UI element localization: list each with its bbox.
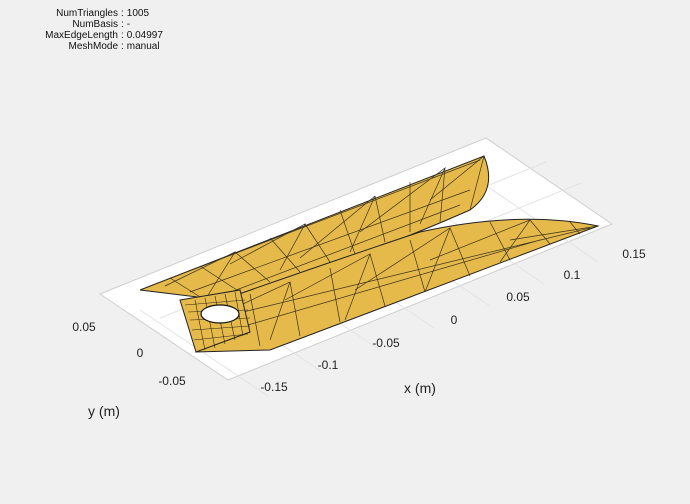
info-row-num-basis: NumBasis:- bbox=[8, 19, 163, 30]
x-axis-label: x (m) bbox=[404, 380, 436, 396]
info-value: manual bbox=[126, 41, 160, 52]
x-tick-label: 0.1 bbox=[564, 268, 581, 282]
y-axis-label: y (m) bbox=[88, 403, 120, 419]
x-tick-label: 0.05 bbox=[506, 290, 530, 304]
info-separator: : bbox=[121, 19, 124, 30]
info-key: MaxEdgeLength bbox=[45, 30, 118, 41]
mesh-feed-region bbox=[179, 289, 251, 353]
info-key: NumTriangles bbox=[56, 8, 118, 19]
info-separator: : bbox=[121, 41, 124, 52]
info-row-max-edge-length: MaxEdgeLength:0.04997 bbox=[8, 30, 163, 41]
y-tick-labels: 0.05 0 -0.05 bbox=[72, 320, 186, 388]
info-separator: : bbox=[121, 8, 124, 19]
x-tick-label: -0.05 bbox=[372, 336, 400, 350]
x-tick-label: -0.15 bbox=[260, 380, 288, 394]
x-tick-labels: -0.15 -0.1 -0.05 0 0.05 0.1 0.15 bbox=[260, 247, 646, 394]
info-value: 0.04997 bbox=[126, 30, 163, 41]
mesh-info-panel: NumTriangles:1005 NumBasis:- MaxEdgeLeng… bbox=[8, 8, 163, 52]
y-tick-label: 0 bbox=[137, 346, 144, 360]
y-tick-label: -0.05 bbox=[158, 374, 186, 388]
info-row-num-triangles: NumTriangles:1005 bbox=[8, 8, 163, 19]
mesh-hole bbox=[200, 304, 240, 324]
y-tick-label: 0.05 bbox=[72, 320, 96, 334]
info-value: - bbox=[126, 19, 131, 30]
info-separator: : bbox=[121, 30, 124, 41]
info-row-mesh-mode: MeshMode:manual bbox=[8, 41, 163, 52]
info-key: MeshMode bbox=[68, 41, 118, 52]
x-tick-label: 0.15 bbox=[622, 247, 646, 261]
info-value: 1005 bbox=[126, 8, 150, 19]
mesh-lower-arm bbox=[195, 218, 600, 353]
x-tick-label: -0.1 bbox=[318, 358, 339, 372]
x-tick-label: 0 bbox=[451, 313, 458, 327]
info-key: NumBasis bbox=[72, 19, 118, 30]
